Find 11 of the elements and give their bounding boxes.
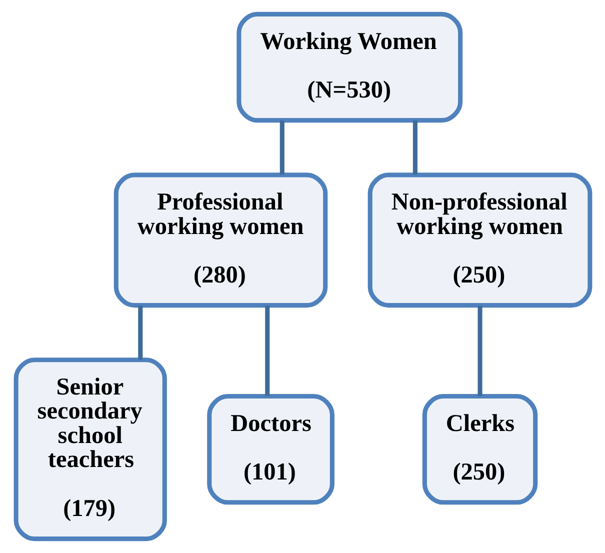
node-box: Clerks (250) xyxy=(422,394,538,505)
connector xyxy=(477,306,482,396)
node-box: Professional working women (280) xyxy=(113,172,328,308)
node-box: Senior secondary school teachers (179) xyxy=(13,358,166,542)
connector xyxy=(412,120,417,175)
node-box: Non-professional working women (250) xyxy=(367,172,592,308)
connector xyxy=(138,306,142,360)
node-box: Working Women (N=530) xyxy=(236,12,462,123)
connector xyxy=(264,306,270,396)
connector xyxy=(279,120,284,175)
node-box: Doctors (101) xyxy=(206,394,334,505)
